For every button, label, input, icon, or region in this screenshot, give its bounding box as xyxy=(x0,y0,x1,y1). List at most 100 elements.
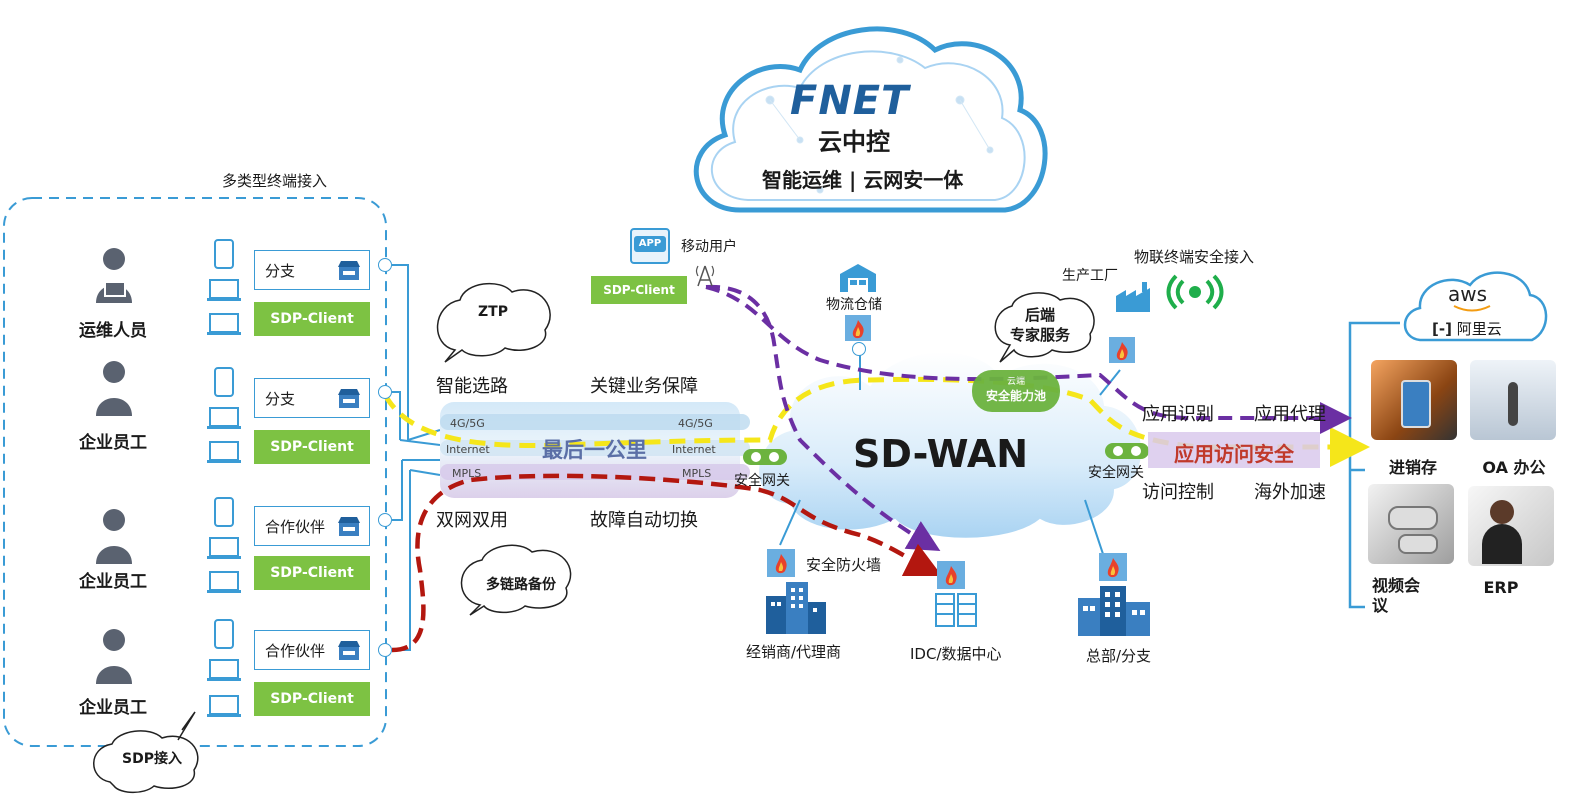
feature-auto-failover: 故障自动切换 xyxy=(590,510,698,531)
cloud-controller-shape xyxy=(693,26,1048,213)
app-badge: APP xyxy=(634,236,666,252)
app-label: ERP xyxy=(1483,578,1519,597)
person-icon xyxy=(96,629,132,684)
security-pool-small: 云端 xyxy=(1006,377,1025,387)
ztp-bubble-text: ZTP xyxy=(478,304,508,320)
branch-label: 合作伙伴 xyxy=(265,517,326,536)
wireless-signal-icon xyxy=(1166,274,1224,310)
terminal-panel-border xyxy=(3,197,387,747)
gateway-left-label: 安全网关 xyxy=(734,473,790,489)
role-label: 企业员工 xyxy=(79,572,147,592)
last-mile-label: 最后一公里 xyxy=(542,438,647,462)
link-label: MPLS xyxy=(452,467,482,480)
firewall-icon xyxy=(1109,337,1135,363)
app-card-inventory[interactable] xyxy=(1371,360,1457,440)
ztp-bubble-shape xyxy=(436,282,551,363)
app-label: 进销存 xyxy=(1388,458,1437,477)
partner-box[interactable]: 合作伙伴 xyxy=(254,506,370,546)
sdp-client-badge: SDP-Client xyxy=(254,682,370,716)
sdp-bubble-shape xyxy=(93,711,199,794)
cloud-controller-title: 云中控 xyxy=(818,128,890,156)
backup-bubble-text: 多链路备份 xyxy=(486,577,556,593)
terminal-panel-title: 多类型终端接入 xyxy=(222,172,328,190)
mobile-sdp-badge: SDP-Client xyxy=(591,276,687,304)
aliyun-label: 阿里云 xyxy=(1456,320,1502,338)
sdp-client-badge: SDP-Client xyxy=(254,556,370,590)
firewall-icon xyxy=(845,315,871,341)
person-head-icon xyxy=(1490,500,1514,524)
link-label: Internet xyxy=(672,443,716,456)
feature-app-recognition: 应用识别 xyxy=(1142,404,1214,425)
mobile-user-label: 移动用户 xyxy=(681,239,737,255)
link-label: 4G/5G xyxy=(450,417,485,430)
app-security-label: 应用访问安全 xyxy=(1174,442,1294,466)
sdp-client-badge: SDP-Client xyxy=(254,302,370,336)
sd-wan-title: SD-WAN xyxy=(853,432,1029,476)
role-label: 企业员工 xyxy=(79,698,147,718)
dealer-label: 经销商/代理商 xyxy=(746,643,842,661)
app-label: OA 办公 xyxy=(1482,458,1546,477)
link-label: 4G/5G xyxy=(678,417,713,430)
mobile-path-idc xyxy=(705,284,941,552)
feature-smart-routing: 智能选路 xyxy=(436,376,508,397)
backup-path xyxy=(391,473,943,653)
device-stack-icon xyxy=(207,497,241,593)
security-pool-label: 安全能力池 xyxy=(985,389,1046,403)
branch-box[interactable]: 分支 xyxy=(254,250,370,290)
ops-person-icon xyxy=(96,248,132,303)
partner-box[interactable]: 合作伙伴 xyxy=(254,630,370,670)
person-silhouette-icon xyxy=(1508,382,1518,426)
shop-icon xyxy=(338,261,360,280)
camera-icon xyxy=(1398,534,1438,554)
antenna-icon xyxy=(695,265,715,287)
app-card-oa[interactable] xyxy=(1470,360,1556,440)
expert-bubble-shape xyxy=(994,292,1095,363)
shop-icon xyxy=(338,517,360,536)
branch-box[interactable]: 分支 xyxy=(254,378,370,418)
server-rack-icon xyxy=(935,593,977,627)
role-label: 企业员工 xyxy=(79,433,147,453)
app-icon: APP xyxy=(630,228,670,264)
logistics-label: 物流仓储 xyxy=(826,297,882,313)
port-icon xyxy=(378,513,392,527)
port-icon xyxy=(378,258,392,272)
port-icon xyxy=(378,643,392,657)
mobile-path-apps xyxy=(705,285,1352,434)
gateway-right-label: 安全网关 xyxy=(1088,465,1144,481)
smart-routing-path xyxy=(382,376,1370,467)
sdp-bubble-text: SDP接入 xyxy=(122,751,182,767)
feature-app-proxy: 应用代理 xyxy=(1254,404,1326,425)
aliyun-logo: [-] 阿里云 xyxy=(1432,318,1502,339)
firewall-label: 安全防火墙 xyxy=(806,556,882,574)
link-label: Internet xyxy=(446,443,490,456)
app-card-erp[interactable] xyxy=(1468,486,1554,566)
backup-bubble-shape xyxy=(460,544,572,616)
factory-label: 生产工厂 xyxy=(1062,268,1118,284)
shop-icon xyxy=(338,389,360,408)
branch-label: 分支 xyxy=(265,389,296,408)
app-card-video[interactable] xyxy=(1368,484,1454,564)
device-stack-icon xyxy=(207,239,241,335)
role-label: 运维人员 xyxy=(79,321,147,341)
aws-smile-icon xyxy=(1453,305,1491,312)
firewall-icon xyxy=(767,549,795,577)
port-icon xyxy=(378,385,392,399)
headquarters-icon xyxy=(1078,586,1150,636)
camera-icon xyxy=(1388,506,1438,530)
port-icon xyxy=(852,342,866,356)
shop-icon xyxy=(338,641,360,660)
person-icon xyxy=(96,361,132,416)
feature-overseas-accel: 海外加速 xyxy=(1254,482,1326,503)
iot-label: 物联终端安全接入 xyxy=(1134,248,1255,266)
cloud-controller-subtitle: 智能运维 | 云网安一体 xyxy=(762,168,964,192)
branch-label: 分支 xyxy=(265,261,296,280)
gateway-left-icon xyxy=(743,449,787,465)
sdp-client-badge: SDP-Client xyxy=(254,430,370,464)
phone-icon xyxy=(1401,380,1431,428)
public-cloud-shape xyxy=(1403,271,1548,342)
expert-bubble-line1: 后端 xyxy=(1025,306,1056,324)
aws-logo: aws xyxy=(1448,282,1488,306)
hq-label: 总部/分支 xyxy=(1086,647,1152,665)
brand-logo: FNET xyxy=(790,78,910,124)
